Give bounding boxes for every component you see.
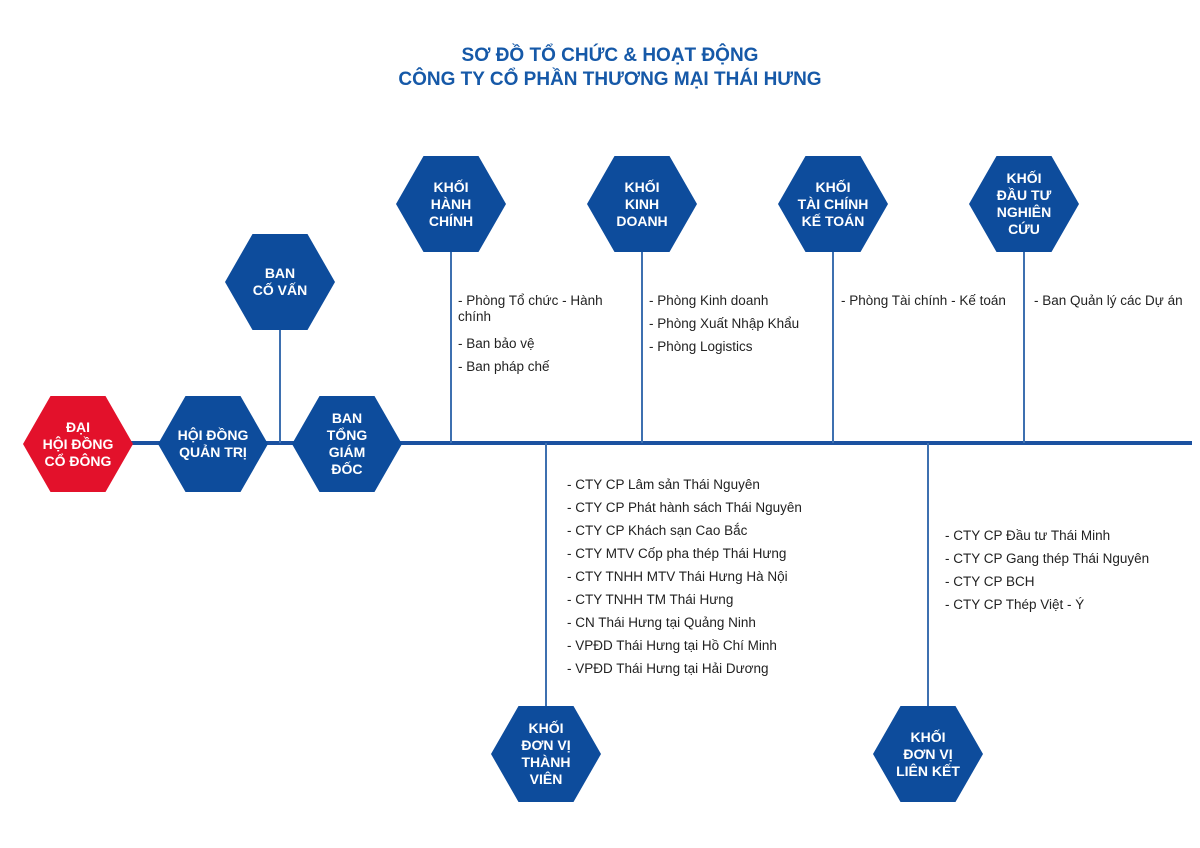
list-item: - CTY MTV Cốp pha thép Thái Hưng — [567, 546, 787, 561]
connector-hanh-chinh — [450, 250, 452, 443]
list-item: - VPĐD Thái Hưng tại Hải Dương — [567, 661, 769, 676]
list-item: - CTY CP Gang thép Thái Nguyên — [945, 551, 1150, 566]
node-label: HỘI ĐỒNG QUẢN TRỊ — [177, 427, 249, 460]
connector-tai-chinh — [832, 250, 834, 443]
list-kinh-doanh: - Phòng Kinh doanh - Phòng Xuất Nhập Khẩ… — [649, 289, 799, 358]
list-thanh-vien: - CTY CP Lâm sản Thái Nguyên - CTY CP Ph… — [567, 473, 802, 680]
node-label: KHỐI ĐƠN VỊ THÀNH VIÊN — [521, 720, 571, 787]
node-label: ĐẠI HỘI ĐỒNG CỔ ĐÔNG — [42, 418, 114, 469]
list-item: - Phòng Xuất Nhập Khẩu — [649, 316, 800, 331]
node-label: BAN TỔNG GIÁM ĐỐC — [326, 410, 368, 477]
list-item: - CTY CP Phát hành sách Thái Nguyên — [567, 500, 802, 515]
chart-title-line2: CÔNG TY CỔ PHẦN THƯƠNG MẠI THÁI HƯNG — [398, 69, 822, 90]
list-item: - Phòng Logistics — [649, 339, 753, 354]
connector-dau-tu — [1023, 250, 1025, 443]
connector-co-van — [279, 328, 281, 443]
chart-title-line1: SƠ ĐỒ TỔ CHỨC & HOẠT ĐỘNG — [461, 45, 759, 66]
list-lien-ket: - CTY CP Đầu tư Thái Minh - CTY CP Gang … — [945, 524, 1149, 616]
list-item: - Phòng Tài chính - Kế toán — [841, 293, 1006, 308]
node-hoi-dong-quan-tri: HỘI ĐỒNG QUẢN TRỊ — [158, 396, 268, 492]
node-label: KHỐI ĐƠN VỊ LIÊN KẾT — [896, 728, 960, 779]
list-dau-tu: - Ban Quản lý các Dự án — [1034, 289, 1183, 312]
node-khoi-don-vi-lien-ket: KHỐI ĐƠN VỊ LIÊN KẾT — [873, 706, 983, 802]
connector-thanh-vien — [545, 443, 547, 708]
node-khoi-dau-tu-nghien-cuu: KHỐI ĐẦU TƯ NGHIÊN CỨU — [969, 156, 1079, 252]
node-khoi-don-vi-thanh-vien: KHỐI ĐƠN VỊ THÀNH VIÊN — [491, 706, 601, 802]
main-axis-line — [130, 441, 1192, 445]
node-label: KHỐI HÀNH CHÍNH — [428, 178, 474, 229]
list-hanh-chinh: - Phòng Tổ chức - Hành chính - Ban bảo v… — [458, 293, 623, 378]
node-khoi-kinh-doanh: KHỐI KINH DOANH — [587, 156, 697, 252]
node-label: BAN CỐ VẤN — [252, 265, 308, 298]
list-item: - CTY CP Khách sạn Cao Bắc — [567, 523, 748, 538]
node-label: KHỐI ĐẦU TƯ NGHIÊN CỨU — [996, 170, 1052, 237]
list-item: - CTY CP Lâm sản Thái Nguyên — [567, 477, 760, 492]
list-item: - Ban Quản lý các Dự án — [1034, 293, 1183, 308]
list-item: - CTY CP BCH — [945, 574, 1035, 589]
node-khoi-hanh-chinh: KHỐI HÀNH CHÍNH — [396, 156, 506, 252]
list-item: - CTY TNHH TM Thái Hưng — [567, 592, 734, 607]
node-ban-tong-giam-doc: BAN TỔNG GIÁM ĐỐC — [292, 396, 402, 492]
node-label: KHỐI KINH DOANH — [616, 178, 668, 229]
list-item: - VPĐD Thái Hưng tại Hồ Chí Minh — [567, 638, 777, 653]
node-khoi-tai-chinh-ke-toan: KHỐI TÀI CHÍNH KẾ TOÁN — [778, 156, 888, 252]
list-item: - CN Thái Hưng tại Quảng Ninh — [567, 615, 756, 630]
list-item: - Ban bảo vệ — [458, 336, 535, 351]
list-item: - Ban pháp chế — [458, 359, 550, 374]
list-item: - CTY CP Thép Việt - Ý — [945, 597, 1085, 612]
node-label: KHỐI TÀI CHÍNH KẾ TOÁN — [797, 178, 869, 229]
list-tai-chinh: - Phòng Tài chính - Kế toán — [841, 289, 1006, 312]
connector-kinh-doanh — [641, 250, 643, 443]
list-item: - Phòng Tổ chức - Hành chính — [458, 293, 603, 324]
list-item: - CTY CP Đầu tư Thái Minh — [945, 528, 1111, 543]
connector-lien-ket — [927, 443, 929, 708]
node-ban-co-van: BAN CỐ VẤN — [225, 234, 335, 330]
list-item: - CTY TNHH MTV Thái Hưng Hà Nội — [567, 569, 788, 584]
list-item: - Phòng Kinh doanh — [649, 293, 769, 308]
node-dai-hoi-dong-co-dong: ĐẠI HỘI ĐỒNG CỔ ĐÔNG — [23, 396, 133, 492]
